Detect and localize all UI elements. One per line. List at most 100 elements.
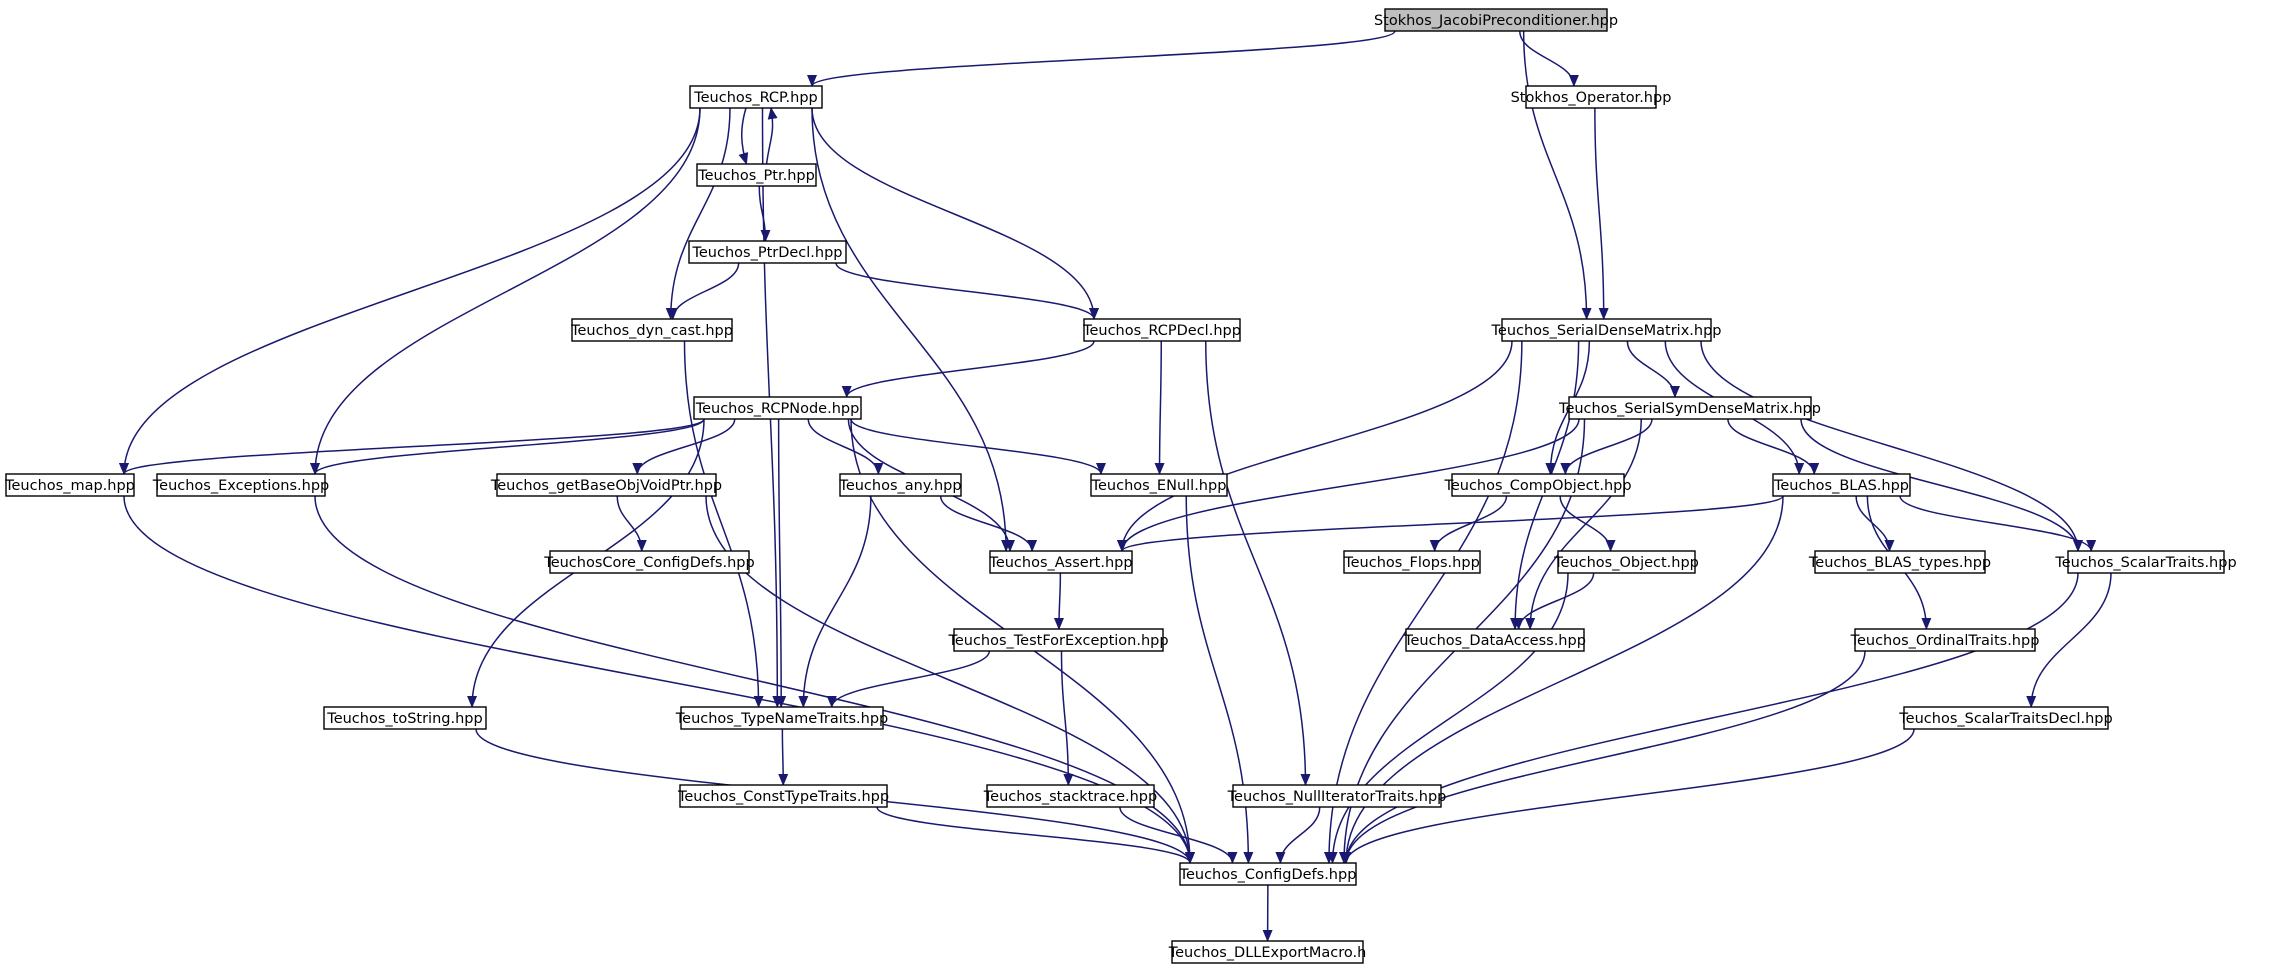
edge-rcpnode-to-map — [119, 418, 705, 475]
node-label: Teuchos_CompObject.hpp — [1443, 478, 1631, 494]
edge-path — [1327, 572, 1569, 864]
edge-ptr-to-ptrdecl — [758, 185, 771, 242]
node-box — [1568, 396, 1812, 420]
node-coreconfig[interactable]: TeuchosCore_ConfigDefs.hpp — [543, 550, 755, 574]
node-operator[interactable]: Stokhos_Operator.hpp — [1511, 85, 1672, 109]
node-exceptions[interactable]: Teuchos_Exceptions.hpp — [152, 473, 329, 497]
node-dyncast[interactable]: Teuchos_dyn_cast.hpp — [570, 318, 733, 342]
edge-operator-to-sdm — [1594, 107, 1609, 320]
node-dllexport[interactable]: Teuchos_DLLExportMacro.h — [1168, 940, 1367, 964]
node-getbase[interactable]: Teuchos_getBaseObjVoidPtr.hpp — [490, 473, 722, 497]
node-map[interactable]: Teuchos_map.hpp — [4, 473, 135, 497]
edge-dyncast-to-typenametraits — [683, 340, 764, 708]
node-blas[interactable]: Teuchos_BLAS.hpp — [1772, 473, 1911, 497]
edge-path — [1117, 340, 1513, 552]
node-ssdm[interactable]: Teuchos_SerialSymDenseMatrix.hpp — [1558, 396, 1821, 420]
edge-rcp-to-map — [119, 107, 701, 475]
edge-path — [1341, 728, 1915, 864]
edge-path — [1060, 650, 1074, 786]
edge-path — [826, 650, 991, 708]
edge-ptrdecl-to-rcpdecl — [835, 262, 1099, 320]
node-any[interactable]: Teuchos_any.hpp — [838, 473, 962, 497]
edge-path — [1513, 572, 1595, 630]
node-flops[interactable]: Teuchos_Flops.hpp — [1343, 550, 1481, 574]
node-scalartraits[interactable]: Teuchos_ScalarTraits.hpp — [2054, 550, 2237, 574]
edge-path — [1559, 495, 1616, 552]
edge-path — [1522, 30, 1592, 320]
edge-path — [665, 107, 731, 320]
node-rcpdecl[interactable]: Teuchos_RCPDecl.hpp — [1082, 318, 1241, 342]
node-testforexc[interactable]: Teuchos_TestForException.hpp — [947, 628, 1169, 652]
edge-rcpnode-to-enull — [850, 418, 1106, 475]
node-ordinaltraits[interactable]: Teuchos_OrdinalTraits.hpp — [1850, 628, 2040, 652]
node-compobject[interactable]: Teuchos_CompObject.hpp — [1443, 473, 1632, 497]
edge-path — [1341, 650, 1866, 864]
node-box — [679, 784, 888, 808]
node-configdefs[interactable]: Teuchos_ConfigDefs.hpp — [1179, 862, 1357, 886]
edge-sdm-to-assert — [1117, 340, 1513, 552]
node-stacktrace[interactable]: Teuchos_stacktrace.hpp — [983, 784, 1157, 808]
node-box — [953, 628, 1164, 652]
node-scalartraitsdecl[interactable]: Teuchos_ScalarTraitsDecl.hpp — [1898, 706, 2113, 730]
node-ptr[interactable]: Teuchos_Ptr.hpp — [696, 163, 817, 187]
node-ptrdecl[interactable]: Teuchos_PtrDecl.hpp — [688, 240, 847, 264]
edge-path — [616, 495, 647, 552]
node-label: Teuchos_RCPDecl.hpp — [1082, 323, 1241, 339]
node-typenametraits[interactable]: Teuchos_TypeNameTraits.hpp — [675, 706, 888, 730]
node-consttypetraits[interactable]: Teuchos_ConstTypeTraits.hpp — [677, 784, 889, 808]
edge-rcp-to-dyncast — [665, 107, 731, 320]
edge-compobject-to-flops — [1429, 495, 1508, 552]
node-label: Teuchos_OrdinalTraits.hpp — [1850, 633, 2040, 649]
edge-consttypetraits-to-configdefs — [876, 806, 1195, 864]
node-label: Teuchos_SerialDenseMatrix.hpp — [1491, 323, 1722, 339]
edge-rcpnode-to-getbase — [632, 418, 736, 475]
edge-path — [807, 30, 1396, 87]
edge-rcp-to-rcpdecl — [811, 107, 1099, 320]
edge-path — [841, 340, 1095, 398]
edge-path — [876, 806, 1195, 864]
node-label: Teuchos_RCPNode.hpp — [695, 401, 860, 417]
node-box — [1501, 318, 1712, 342]
edge-sdm-to-configdefs — [1323, 340, 1523, 864]
node-dataaccess[interactable]: Teuchos_DataAccess.hpp — [1403, 628, 1586, 652]
edge-path — [811, 107, 1099, 320]
edge-path — [1429, 495, 1508, 552]
edge-path — [776, 418, 787, 708]
node-label: Teuchos_TypeNameTraits.hpp — [675, 711, 888, 727]
node-nulliter[interactable]: Teuchos_NullIteratorTraits.hpp — [1227, 784, 1447, 808]
node-sdm[interactable]: Teuchos_SerialDenseMatrix.hpp — [1491, 318, 1722, 342]
node-label: Teuchos_toString.hpp — [326, 711, 482, 727]
edge-path — [1119, 806, 1238, 864]
edge-object-to-configdefs — [1327, 572, 1569, 864]
node-box — [696, 163, 817, 187]
edge-scalartraits-to-scalartraitsdecl — [2026, 572, 2112, 708]
edge-path — [1341, 572, 2079, 864]
node-blastypes[interactable]: Teuchos_BLAS_types.hpp — [1808, 550, 1991, 574]
node-rcpnode[interactable]: Teuchos_RCPNode.hpp — [693, 396, 862, 420]
edge-getbase-to-coreconfig — [616, 495, 647, 552]
node-object[interactable]: Teuchos_Object.hpp — [1553, 550, 1699, 574]
edge-rcp-to-exceptions — [310, 107, 701, 475]
node-tostring[interactable]: Teuchos_toString.hpp — [323, 706, 487, 730]
edge-path — [1626, 340, 1680, 398]
edge-path — [835, 262, 1099, 320]
edge-path — [310, 418, 705, 475]
edge-path — [807, 418, 884, 475]
node-jacobi[interactable]: Stokhos_JacobiPreconditioner.hpp — [1374, 8, 1618, 32]
node-box — [1232, 784, 1442, 808]
node-assert[interactable]: Teuchos_Assert.hpp — [988, 550, 1133, 574]
node-label: TeuchosCore_ConfigDefs.hpp — [543, 555, 754, 571]
node-rcp[interactable]: Teuchos_RCP.hpp — [689, 85, 823, 109]
node-box — [1171, 940, 1364, 964]
node-box — [496, 473, 717, 497]
edge-ssdm-to-assert — [1117, 418, 1580, 552]
node-label: Teuchos_TestForException.hpp — [947, 633, 1168, 649]
node-box — [2067, 550, 2225, 574]
node-enull[interactable]: Teuchos_ENull.hpp — [1090, 473, 1228, 497]
node-box — [986, 784, 1155, 808]
node-label: Teuchos_ScalarTraitsDecl.hpp — [1898, 711, 2112, 727]
edge-path — [798, 495, 872, 708]
edge-object-to-dataaccess — [1513, 572, 1595, 630]
node-box — [1903, 706, 2109, 730]
